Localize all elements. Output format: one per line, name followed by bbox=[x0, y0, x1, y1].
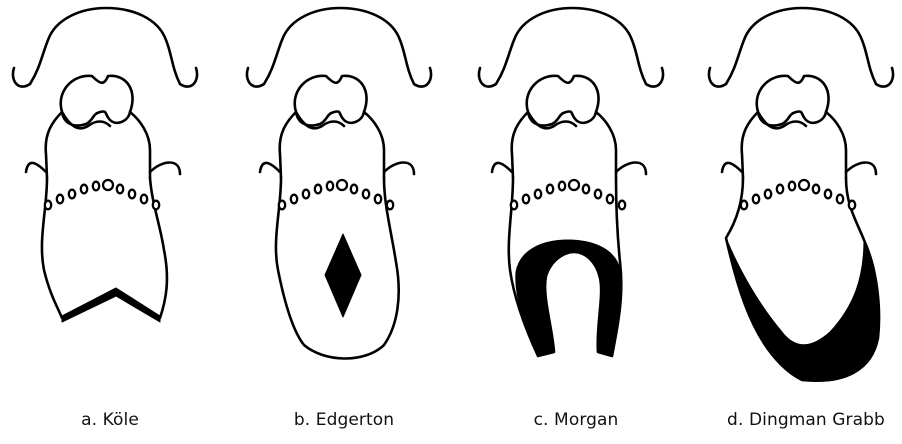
morgan-dot bbox=[607, 195, 613, 204]
morgan-dot bbox=[523, 195, 529, 204]
morgan-head-outline bbox=[479, 8, 663, 87]
kole-head-outline bbox=[13, 8, 197, 87]
edgerton-head-outline bbox=[247, 8, 431, 87]
edgerton-right-hook bbox=[384, 163, 414, 175]
kole-upper-loop bbox=[61, 76, 133, 126]
kole-dot bbox=[153, 201, 159, 210]
dingman-dot bbox=[813, 185, 819, 194]
dingman-right-hook bbox=[846, 163, 876, 175]
kole-right-side bbox=[130, 112, 150, 178]
kole-dot bbox=[93, 182, 99, 191]
morgan-inner-link bbox=[528, 112, 576, 128]
kole-dot bbox=[81, 185, 87, 194]
morgan-dot bbox=[559, 182, 565, 191]
panel-morgan bbox=[479, 8, 663, 356]
kole-dot bbox=[103, 180, 113, 190]
dingman-dot bbox=[741, 201, 747, 210]
dingman-dot bbox=[837, 195, 843, 204]
kole-left-hook bbox=[26, 163, 46, 172]
edgerton-inner-link bbox=[296, 112, 344, 128]
edgerton-dot bbox=[363, 190, 369, 199]
caption-dingman-grabb: d. Dingman Grabb bbox=[696, 410, 902, 430]
morgan-dot bbox=[535, 190, 541, 199]
panel-dingman-grabb bbox=[709, 8, 893, 381]
edgerton-dot bbox=[315, 185, 321, 194]
caption-kole: a. Köle bbox=[0, 410, 220, 430]
morgan-dot bbox=[583, 185, 589, 194]
edgerton-dot bbox=[387, 201, 393, 210]
edgerton-dot bbox=[337, 180, 347, 190]
caption-morgan: c. Morgan bbox=[466, 410, 686, 430]
kole-dot bbox=[45, 201, 51, 210]
morgan-left-side bbox=[512, 112, 528, 178]
edgerton-dot bbox=[327, 182, 333, 191]
dingman-upper-loop bbox=[757, 76, 829, 126]
panel-edgerton bbox=[247, 8, 431, 359]
morgan-dot bbox=[569, 180, 579, 190]
morgan-dot bbox=[511, 201, 517, 210]
dingman-dot bbox=[799, 180, 809, 190]
kole-dot bbox=[57, 195, 63, 204]
dingman-dot bbox=[849, 201, 855, 210]
panel-kole bbox=[13, 8, 197, 322]
edgerton-left-side bbox=[280, 112, 296, 178]
morgan-upper-loop bbox=[527, 76, 599, 126]
kole-dot bbox=[117, 185, 123, 194]
morgan-dot bbox=[619, 201, 625, 210]
edgerton-dot bbox=[375, 195, 381, 204]
dingman-dot bbox=[765, 190, 771, 199]
morgan-excision-mark bbox=[516, 240, 622, 356]
morgan-dot bbox=[547, 185, 553, 194]
dingman-inner-link bbox=[758, 112, 806, 128]
dingman-left-side bbox=[742, 112, 758, 178]
dingman-left-hook bbox=[722, 163, 742, 172]
kole-left-side bbox=[46, 112, 62, 178]
dingman-dot bbox=[789, 182, 795, 191]
morgan-left-hook bbox=[492, 163, 512, 172]
edgerton-upper-loop bbox=[295, 76, 367, 126]
kole-right-hook bbox=[150, 163, 180, 175]
dingman-dot bbox=[777, 185, 783, 194]
kole-inner-link bbox=[62, 112, 110, 128]
morgan-dot bbox=[595, 190, 601, 199]
edgerton-dot bbox=[303, 190, 309, 199]
dingman-dot bbox=[825, 190, 831, 199]
dingman-excision-mark bbox=[726, 238, 879, 381]
edgerton-left-hook bbox=[260, 163, 280, 172]
dingman-dot bbox=[753, 195, 759, 204]
edgerton-right-side bbox=[364, 112, 384, 178]
edgerton-dot bbox=[291, 195, 297, 204]
kole-excision-mark bbox=[62, 288, 160, 322]
kole-dot bbox=[69, 190, 75, 199]
edgerton-dot bbox=[351, 185, 357, 194]
dingman-head-outline bbox=[709, 8, 893, 87]
morgan-right-side bbox=[596, 112, 616, 178]
morgan-right-hook bbox=[616, 163, 646, 175]
dingman-right-side bbox=[826, 112, 846, 178]
caption-edgerton: b. Edgerton bbox=[234, 410, 454, 430]
edgerton-excision-mark bbox=[325, 234, 361, 317]
kole-dot bbox=[129, 190, 135, 199]
kole-dot bbox=[141, 195, 147, 204]
edgerton-dot bbox=[279, 201, 285, 210]
